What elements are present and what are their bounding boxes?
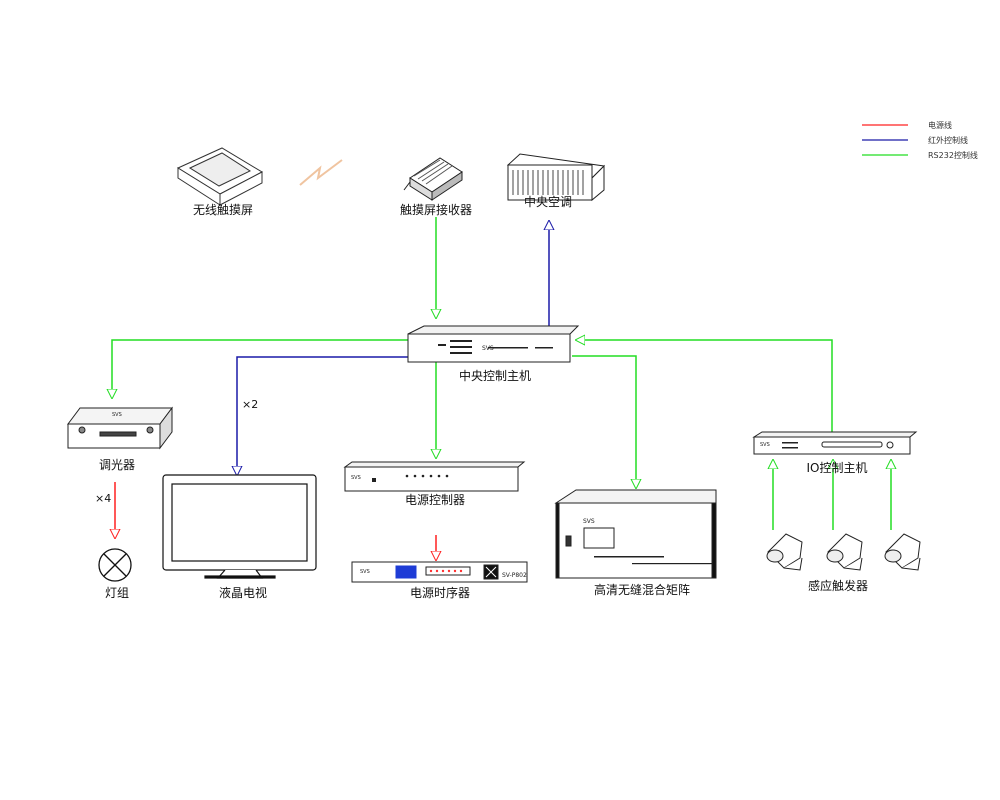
label-sensor-trigger: 感应触发器: [807, 579, 869, 593]
sequencer-brand-text: SVS: [360, 569, 370, 575]
dimmer-icon: SVS: [67, 406, 173, 450]
matrix-brand-text: SVS: [583, 518, 595, 525]
label-io-host: IO控制主机: [806, 461, 868, 475]
touch-receiver-icon: [403, 157, 463, 201]
power-sequencer-icon: SVS SV-P802: [351, 561, 528, 583]
powerctl-brand-text: SVS: [351, 475, 361, 481]
label-lcd-tv: 液晶电视: [218, 586, 268, 600]
sensor-trigger-icon-2: [826, 533, 863, 571]
legend: [862, 124, 908, 156]
multiplier-tv: ×2: [242, 398, 259, 411]
label-power-sequencer: 电源时序器: [409, 586, 471, 600]
line-host-to-tv: [237, 356, 410, 475]
dimmer-brand-text: SVS: [112, 412, 122, 418]
central-host-icon: SVS: [407, 325, 580, 363]
host-brand-text: SVS: [482, 345, 494, 352]
line-host-to-matrix: [572, 355, 636, 488]
legend-label-rs232: RS232控制线: [928, 151, 978, 160]
connections: [112, 217, 891, 560]
label-wireless-touch: 无线触摸屏: [192, 203, 254, 217]
light-bulb-icon: [98, 548, 132, 582]
line-host-to-dimmer: [112, 339, 410, 398]
legend-label-power: 电源线: [928, 121, 952, 130]
label-hd-matrix: 高清无缝混合矩阵: [593, 583, 691, 597]
label-central-ac: 中央空调: [523, 195, 573, 209]
lcd-tv-icon: [162, 474, 317, 579]
sequencer-model-text: SV-P802: [502, 572, 527, 579]
io-host-icon: SVS: [752, 431, 918, 455]
central-ac-icon: [506, 153, 606, 202]
wireless-signal-icon: [299, 159, 343, 186]
sensor-trigger-icon-3: [884, 533, 921, 571]
label-central-host: 中央控制主机: [458, 369, 532, 383]
power-controller-icon: SVS: [343, 461, 526, 492]
hd-matrix-icon: SVS: [554, 489, 717, 579]
wireless-touch-screen-icon: [176, 147, 264, 206]
label-dimmer: 调光器: [98, 458, 136, 472]
label-light-group: 灯组: [104, 586, 130, 600]
io-brand-text: SVS: [760, 442, 770, 448]
legend-label-ir: 红外控制线: [928, 136, 968, 145]
label-power-controller: 电源控制器: [404, 493, 466, 507]
line-io-to-host: [576, 340, 833, 432]
label-touch-receiver: 触摸屏接收器: [399, 203, 473, 217]
sensor-trigger-icon-1: [766, 533, 803, 571]
multiplier-light: ×4: [95, 492, 112, 505]
